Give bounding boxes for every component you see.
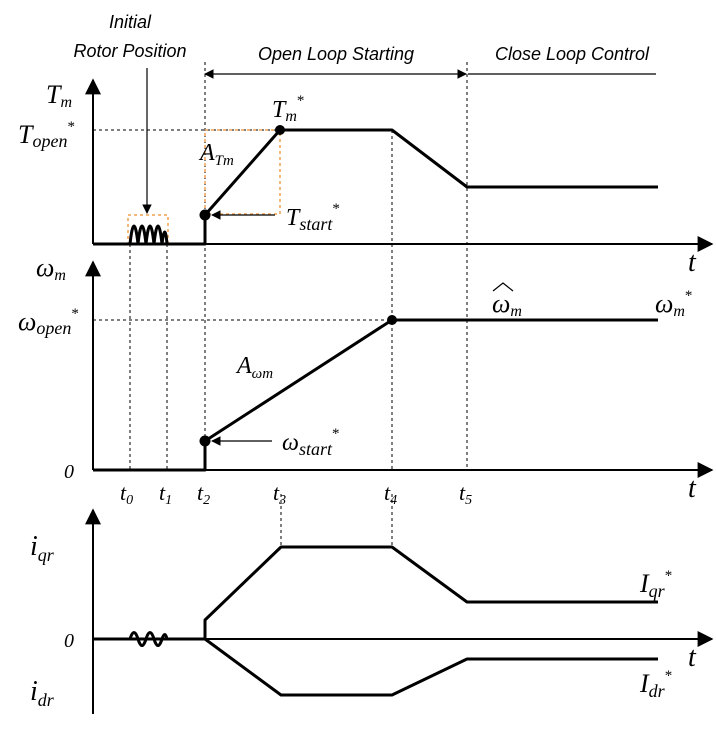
id-ref-label: Idr* — [639, 668, 672, 701]
speed-estimate-hat — [492, 282, 514, 292]
initial-position-highlight — [127, 214, 169, 245]
torque-t-axis-label: t — [688, 247, 697, 278]
torque-start-point — [199, 209, 211, 221]
time-tick-t0: t0 — [120, 480, 133, 508]
speed-start-point — [199, 435, 211, 447]
torque-ref-label: Tm* — [272, 93, 304, 125]
speed-t-axis-label: t — [688, 473, 697, 504]
initial-rotor-label-line1: Initial — [109, 12, 152, 32]
torque-ramp-highlight — [204, 129, 281, 215]
time-tick-t5: t5 — [459, 480, 472, 508]
initial-rotor-label-line2: Rotor Position — [73, 41, 186, 61]
torque-start-label: Tstart* — [286, 201, 340, 234]
time-tick-t3: t3 — [273, 480, 286, 508]
torque-trace — [93, 128, 658, 246]
speed-ref-label: ωm* — [655, 288, 692, 320]
speed-y-label: ωm — [36, 253, 66, 284]
speed-zero-label: 0 — [64, 461, 74, 483]
iq-axis-label: iqr — [30, 531, 55, 565]
speed-slope-label: Aωm — [235, 353, 273, 382]
id-axis-label: idr — [30, 676, 55, 710]
torque-oscillation — [128, 224, 169, 246]
time-tick-t4: t4 — [384, 480, 397, 508]
current-t-axis-label: t — [688, 642, 697, 673]
torque-open-label: Topen* — [18, 119, 75, 151]
speed-open-point — [387, 315, 397, 325]
close-loop-label: Close Loop Control — [495, 44, 650, 64]
current-zero-label: 0 — [64, 630, 74, 652]
current-oscillation — [128, 631, 169, 647]
speed-estimate-label: ωm — [492, 289, 522, 320]
torque-ref-point — [275, 125, 285, 135]
id-trace — [204, 637, 658, 697]
torque-slope-label: ATm — [198, 140, 234, 169]
speed-trace — [93, 318, 658, 472]
speed-open-label: ωopen* — [18, 306, 79, 338]
time-tick-t2: t2 — [197, 480, 210, 508]
torque-y-label: Tm — [46, 80, 72, 111]
open-loop-label: Open Loop Starting — [258, 44, 414, 64]
iq-ref-label: Iqr* — [639, 568, 672, 601]
iq-trace — [93, 545, 658, 641]
time-tick-t1: t1 — [159, 480, 172, 508]
speed-start-label: ωstart* — [282, 426, 339, 459]
